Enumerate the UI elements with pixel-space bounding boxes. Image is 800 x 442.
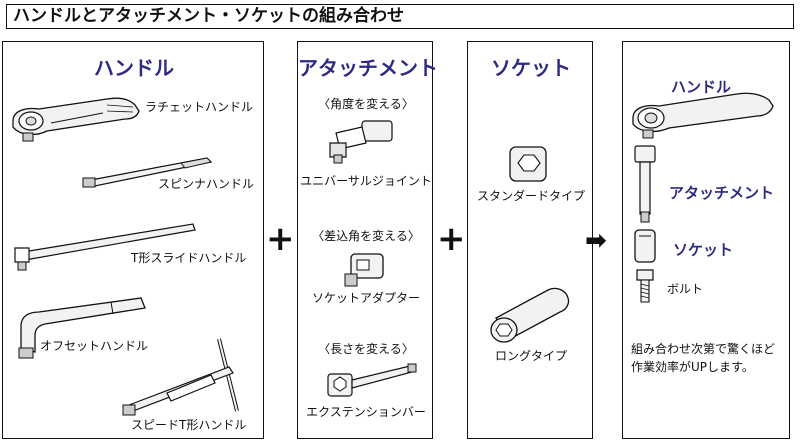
handles-heading: ハンドル xyxy=(94,56,174,80)
result-label-attachment: アタッチメント xyxy=(669,184,775,202)
attachment-note-length: 〈長さを変える〉 xyxy=(318,342,414,356)
page-title: ハンドルとアタッチメント・ソケットの組み合わせ xyxy=(6,4,794,29)
spinner-handle-icon xyxy=(81,154,221,189)
bolt-label: ボルト xyxy=(667,282,704,296)
speed-t-handle-icon xyxy=(121,337,261,427)
result-description-line-1: 組み合わせ次第で驚くほど xyxy=(631,342,776,356)
attachments-heading: アタッチメント xyxy=(298,56,438,80)
arrow-sign: ➡ xyxy=(585,226,607,256)
assembled-socket-icon xyxy=(631,228,661,266)
result-label-socket: ソケット xyxy=(673,241,734,259)
long-socket-icon xyxy=(486,282,576,352)
t-slide-handle-icon xyxy=(9,222,199,272)
bolt-icon xyxy=(633,268,657,304)
result-label-handle: ハンドル xyxy=(671,78,732,96)
handle-label-spinner: スピンナハンドル xyxy=(158,177,255,191)
socket-adapter-icon xyxy=(343,250,393,290)
handle-label-ratchet: ラチェットハンドル xyxy=(145,100,254,114)
socket-label-standard: スタンダードタイプ xyxy=(476,189,585,203)
handle-label-speed-t: スピードT形ハンドル xyxy=(131,418,247,432)
sockets-heading: ソケット xyxy=(491,56,571,80)
attachment-label-extension: エクステンションバー xyxy=(306,405,426,419)
attachment-label-universal: ユニバーサルジョイント xyxy=(300,174,432,188)
attachment-note-drive: 〈差込角を変える〉 xyxy=(312,229,420,243)
result-panel: ハンドル アタッチメント ソケット ボルト 組み合わせ次第で驚くほど 作業効率が… xyxy=(622,41,790,439)
offset-handle-icon xyxy=(11,294,151,364)
socket-label-long: ロングタイプ xyxy=(494,349,567,363)
handles-panel: ハンドル ラチェットハンドル スピンナハンドル T形スライドハンドル オフセット… xyxy=(2,41,264,439)
plus-sign-2: + xyxy=(437,219,466,259)
universal-joint-icon xyxy=(326,117,396,165)
sockets-panel: ソケット スタンダードタイプ ロングタイプ xyxy=(467,41,593,439)
standard-socket-icon xyxy=(504,143,554,187)
handle-label-offset: オフセットハンドル xyxy=(40,339,149,353)
handle-label-t-slide: T形スライドハンドル xyxy=(131,251,247,265)
plus-sign-1: + xyxy=(266,219,295,259)
extension-bar-icon xyxy=(324,360,420,400)
assembled-extension-icon xyxy=(631,146,661,224)
attachment-note-angle: 〈角度を変える〉 xyxy=(318,97,414,111)
attachments-panel: アタッチメント 〈角度を変える〉 ユニバーサルジョイント 〈差込角を変える〉 ソ… xyxy=(297,41,438,439)
result-description-line-2: 作業効率がUPします。 xyxy=(631,360,754,374)
assembled-ratchet-icon xyxy=(629,92,779,142)
attachment-label-adapter: ソケットアダプター xyxy=(311,291,420,305)
ratchet-handle-icon xyxy=(7,97,147,147)
